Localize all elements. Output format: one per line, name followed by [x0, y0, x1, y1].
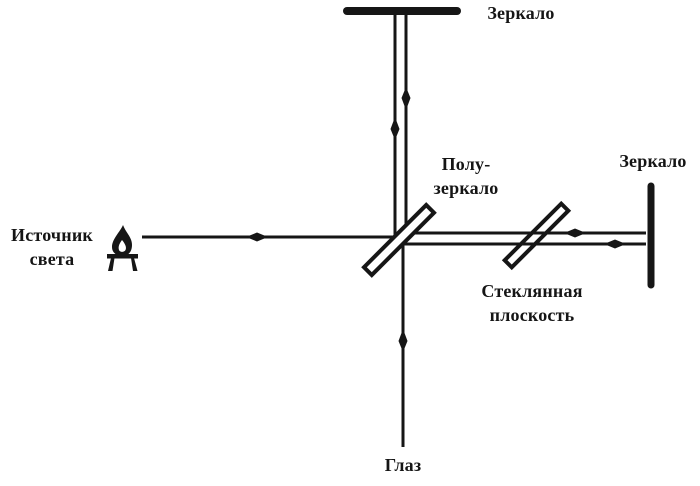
flame-inner-glow: [118, 240, 126, 252]
eye-label: Глаз: [384, 455, 422, 475]
burner-right-leg: [131, 258, 138, 271]
glass-plate-label-line1: Стеклянная: [481, 281, 583, 301]
light-source-label-line1: Источник: [11, 225, 93, 245]
arrow-left-from-right-mirror: [604, 239, 626, 249]
half-mirror: [361, 202, 437, 278]
arrow-down-to-eye: [398, 329, 408, 352]
half-mirror-label-line1: Полу-: [441, 154, 491, 174]
top-mirror-label: Зеркало: [487, 3, 555, 23]
half-mirror-label: Полу- зеркало: [420, 153, 512, 201]
glass-plate-label-line2: плоскость: [489, 304, 575, 325]
burner-left-leg: [108, 258, 115, 271]
arrow-down-from-top-mirror: [390, 117, 400, 140]
arrow-right-source-beam: [246, 232, 268, 242]
burner-base-bar: [107, 254, 138, 259]
glass-plate-label: Стеклянная плоскость: [459, 280, 605, 328]
light-source-icon: [107, 225, 138, 271]
light-source-label-line2: света: [29, 248, 75, 269]
light-source-label: Источник света: [0, 224, 104, 272]
arrow-right-to-right-mirror: [564, 228, 586, 238]
right-mirror-label: Зеркало: [619, 151, 687, 171]
glass-plate: [501, 200, 572, 271]
arrow-up-to-top-mirror: [401, 87, 411, 110]
half-mirror-label-line2: зеркало: [433, 177, 499, 198]
